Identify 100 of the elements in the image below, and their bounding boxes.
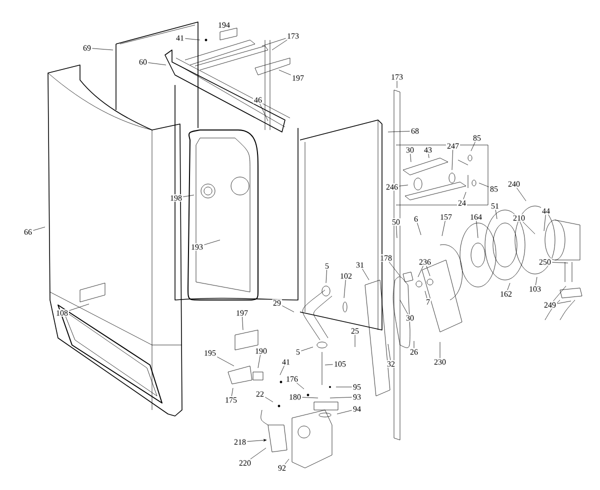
leader-line: [284, 458, 290, 464]
leader-line: [183, 194, 194, 197]
callout-number: 249: [543, 301, 557, 309]
callout-number: 31: [355, 261, 365, 269]
leader-line: [336, 386, 352, 388]
leader-line: [148, 62, 166, 66]
leader-line: [388, 344, 391, 360]
leader-line: [301, 346, 314, 352]
leader-line: [330, 396, 352, 398]
leader-line: [344, 280, 346, 298]
leader-line: [507, 282, 510, 290]
callout-number: 85: [472, 134, 482, 142]
leader-line: [399, 184, 408, 186]
leader-line: [262, 38, 286, 46]
callout-number: 66: [23, 228, 33, 236]
leader-line: [478, 182, 489, 188]
callout-number: 173: [390, 73, 404, 81]
callout-number: 41: [175, 34, 185, 42]
callout-number: 230: [433, 358, 447, 366]
callout-number: 236: [418, 258, 432, 266]
leader-line: [92, 48, 114, 50]
leader-line: [452, 150, 454, 170]
callout-number: 162: [499, 290, 513, 298]
callout-number: 50: [391, 218, 401, 226]
leader-line: [463, 192, 466, 200]
callout-number: 193: [190, 243, 204, 251]
leader-line: [33, 226, 46, 231]
callout-number: 32: [386, 360, 396, 368]
callout-number: 195: [203, 349, 217, 357]
callout-number: 69: [82, 44, 92, 52]
callout-number: 92: [277, 464, 287, 472]
callout-number: 178: [379, 254, 393, 262]
leader-line: [69, 304, 90, 311]
callout-number: 44: [541, 207, 551, 215]
leader-line: [185, 38, 200, 40]
callout-number: 93: [352, 393, 362, 401]
leader-line: [428, 154, 430, 158]
leader-line: [476, 220, 478, 238]
leader-line: [250, 448, 266, 460]
leader-line: [280, 366, 284, 376]
callout-number: 176: [285, 375, 299, 383]
callout-number: 190: [254, 347, 268, 355]
callout-number: 25: [350, 327, 360, 335]
callout-number: 175: [224, 396, 238, 404]
callout-number: 26: [409, 348, 419, 356]
callout-number: 24: [457, 199, 467, 207]
leader-line: [336, 410, 352, 414]
callout-number: 240: [507, 180, 521, 188]
callout-number: 51: [490, 202, 500, 210]
callout-number: 43: [423, 146, 433, 154]
leader-line: [495, 210, 498, 220]
leader-line: [302, 397, 318, 398]
callout-number: 194: [217, 21, 231, 29]
callout-number: 5: [324, 262, 330, 270]
leader-line: [282, 306, 294, 312]
leader-line: [544, 214, 546, 232]
leader-line: [388, 131, 410, 132]
callout-number: 220: [238, 459, 252, 467]
callout-number: 30: [405, 146, 415, 154]
leader-line: [396, 226, 398, 238]
leader-line: [272, 40, 288, 50]
leader-line: [265, 397, 274, 402]
leader-line: [553, 286, 566, 302]
leader-line: [324, 364, 333, 366]
leader-line: [557, 300, 572, 304]
callout-number: 41: [281, 358, 291, 366]
leader-line: [260, 104, 268, 122]
callout-number: 5: [295, 348, 301, 356]
callout-number: 197: [291, 74, 305, 82]
callout-number: 68: [410, 127, 420, 135]
callout-number: 197: [235, 309, 249, 317]
callout-number: 164: [469, 213, 483, 221]
callout-number: 218: [233, 438, 247, 446]
callout-number: 60: [138, 58, 148, 66]
leader-line: [516, 188, 526, 202]
callout-number: 94: [352, 405, 362, 413]
callout-number: 210: [512, 214, 526, 222]
leader-line: [242, 316, 244, 330]
callout-number: 6: [413, 215, 419, 223]
leader-line: [326, 270, 327, 284]
callout-number: 7: [425, 298, 431, 306]
leader-line: [535, 276, 538, 286]
callout-number: 105: [333, 360, 347, 368]
callout-number: 173: [286, 32, 300, 40]
leader-line: [522, 222, 536, 234]
leader-line: [362, 268, 370, 280]
callout-number: 95: [352, 383, 362, 391]
leader-line: [204, 240, 220, 245]
leader-line: [470, 142, 476, 152]
leader-line: [388, 262, 400, 276]
leader-line: [400, 300, 408, 314]
leader-line: [552, 262, 568, 264]
callout-number: 85: [489, 185, 499, 193]
leader-line: [418, 266, 424, 278]
leader-line: [410, 154, 412, 162]
leader-line: [216, 356, 234, 366]
callout-number: 157: [439, 213, 453, 221]
callout-number: 180: [288, 393, 302, 401]
callout-number: 246: [385, 183, 399, 191]
leader-line: [442, 220, 446, 236]
